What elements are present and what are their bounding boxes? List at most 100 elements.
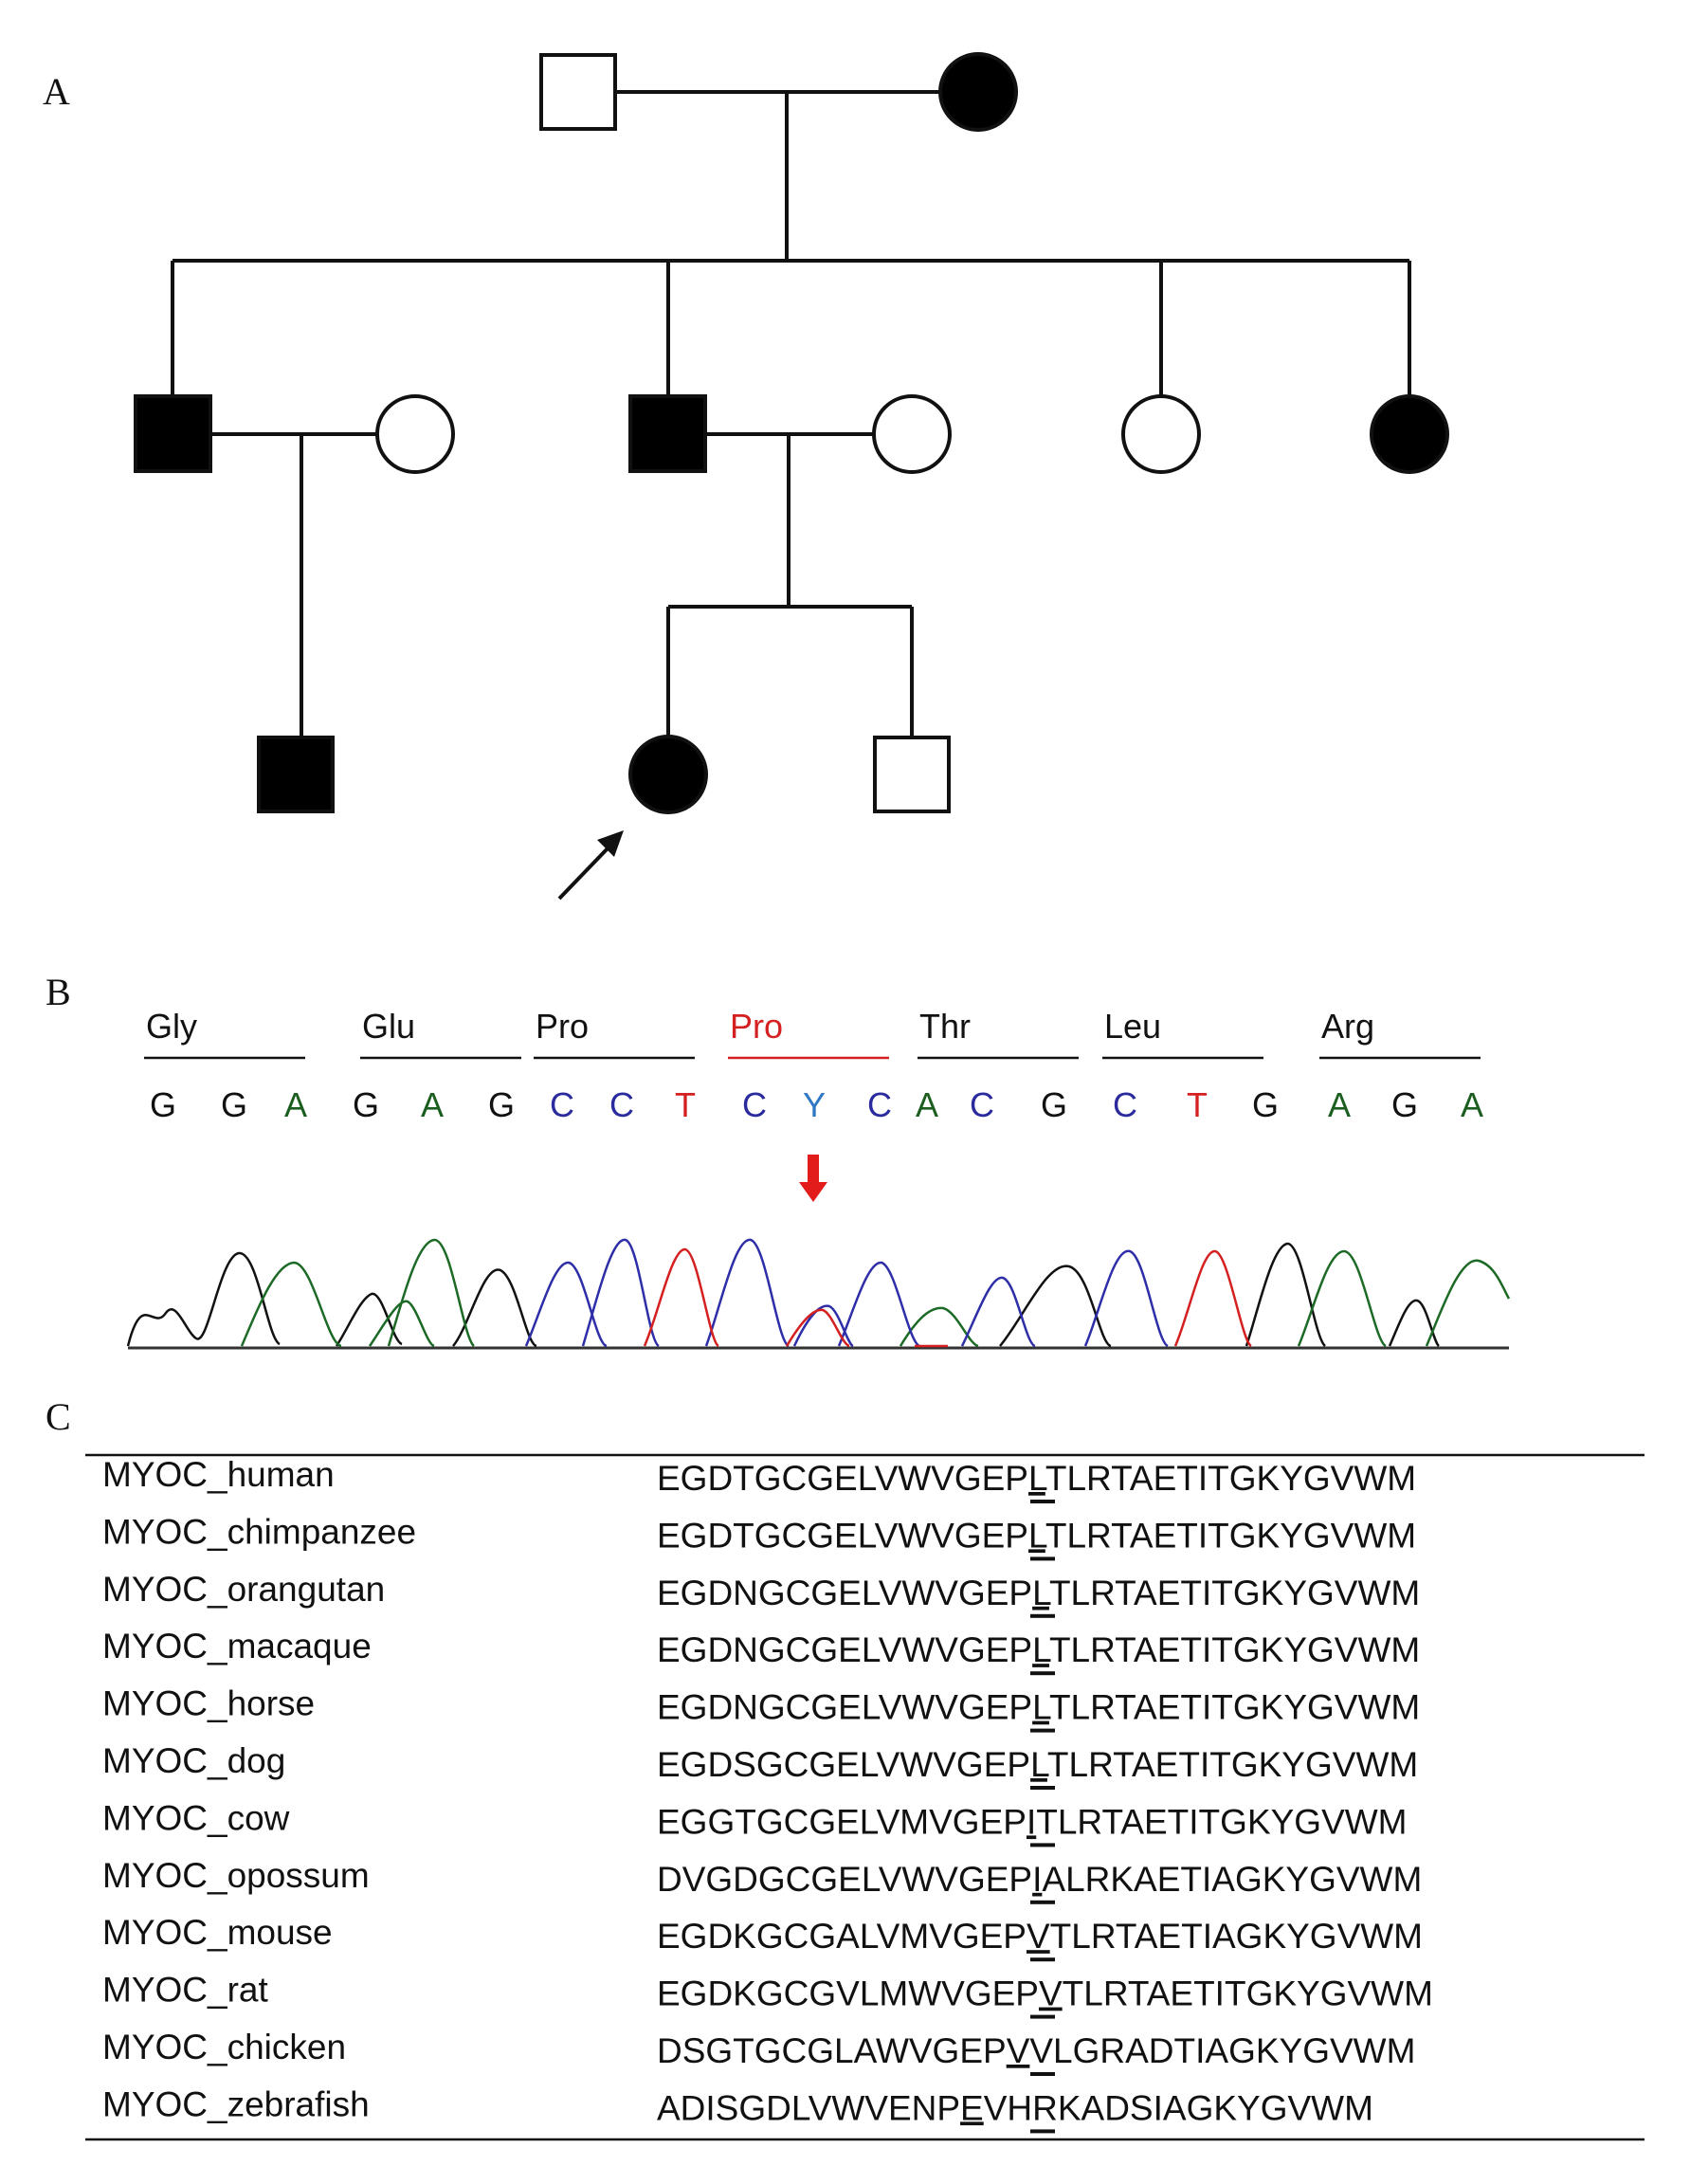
sequence-prefix: EGDTGCGELVWVGEP xyxy=(657,1516,1028,1555)
nucleotide-base: A xyxy=(284,1085,307,1124)
sequence-suffix: TLRTAETITGKYGVWM xyxy=(1049,1630,1420,1669)
nucleotide-base: A xyxy=(421,1085,444,1124)
variant-underline xyxy=(1030,1728,1055,1733)
protein-sequence: EGDKGCGVLMWVGEPVTLRTAETITGKYGVWM xyxy=(657,1975,1433,2013)
variant-underline xyxy=(1030,1786,1055,1790)
protein-sequence: ADISGDLVWVENPEVHRKADSIAGKYGVWM xyxy=(657,2088,1373,2127)
pedigree-individuals xyxy=(134,52,1449,814)
sequence-suffix: ALRKAETIAGKYGVWM xyxy=(1042,1860,1422,1899)
protein-sequence: DSGTGCGLAWVGEPVVLGRADTIAGKYGVWM xyxy=(657,2031,1415,2070)
male-unaffected-iii3 xyxy=(873,736,951,813)
nucleotide-base: C xyxy=(867,1085,892,1124)
sequence-prefix: EGDKGCGVLMWVGEP xyxy=(657,1975,1039,2013)
sequence-prefix: DSGTGCGLAWVGEP xyxy=(657,2031,1007,2070)
sequence-suffix: TLRTAETITGKYGVWM xyxy=(1063,1975,1433,2013)
variant-site-residue: E xyxy=(960,2088,984,2127)
female-affected-ii4 xyxy=(1370,394,1449,474)
species-name: MYOC_zebrafish xyxy=(102,2084,370,2123)
species-name: MYOC_chimpanzee xyxy=(102,1512,416,1551)
nucleotide-base: G xyxy=(353,1085,379,1124)
species-name: MYOC_rat xyxy=(102,1971,268,2010)
species-name: MYOC_macaque xyxy=(102,1627,372,1665)
species-name: MYOC_orangutan xyxy=(102,1570,385,1609)
sequence-suffix: TLRTAETITGKYGVWM xyxy=(1049,1688,1420,1727)
nucleotide-base: G xyxy=(1252,1085,1279,1124)
sequence-prefix: EGDSGCGELVWVGEP xyxy=(657,1745,1030,1784)
protein-sequence: EGDNGCGELVWVGEPLTLRTAETITGKYGVWM xyxy=(657,1688,1420,1727)
sequence-suffix: TLRTAETITGKYGVWM xyxy=(1047,1745,1418,1784)
sequence-suffix: TLRTAETITGKYGVWM xyxy=(1049,1574,1420,1612)
trace-c-blue xyxy=(524,1238,1169,1348)
sequence-prefix: EGDTGCGELVWVGEP xyxy=(657,1459,1028,1498)
sequence-prefix: ADISGDLVWVENP xyxy=(657,2088,960,2127)
variant-site-residue: L xyxy=(1032,1630,1051,1669)
nucleotide-base: G xyxy=(1391,1085,1418,1124)
species-name: MYOC_mouse xyxy=(102,1913,333,1952)
variant-underline xyxy=(1030,1900,1055,1904)
amino-acid-label: Pro xyxy=(536,1007,589,1046)
protein-sequence: DVGDGCGELVWVGEPIALRKAETIAGKYGVWM xyxy=(657,1860,1422,1899)
female-unaffected-ii2-spouse xyxy=(872,394,952,474)
variant-underline xyxy=(1030,1613,1055,1618)
protein-sequence: EGDNGCGELVWVGEPLTLRTAETITGKYGVWM xyxy=(657,1630,1420,1669)
species-name: MYOC_chicken xyxy=(102,2028,346,2066)
nucleotide-base: C xyxy=(742,1085,767,1124)
amino-acid-label: Glu xyxy=(362,1007,415,1046)
variant-underline xyxy=(1030,1957,1055,1962)
nucleotide-base: G xyxy=(1041,1085,1067,1124)
sequence-prefix: DVGDGCGELVWVGEP xyxy=(657,1860,1032,1899)
panel-label-c: C xyxy=(45,1395,71,1438)
male-affected-ii1 xyxy=(134,394,212,473)
species-name: MYOC_cow xyxy=(102,1798,290,1837)
sequence-prefix: EGDNGCGELVWVGEP xyxy=(657,1574,1032,1612)
nucleotide-base: G xyxy=(150,1085,176,1124)
sequence-suffix: VHRKADSIAGKYGVWM xyxy=(984,2088,1373,2127)
species-name: MYOC_opossum xyxy=(102,1856,370,1895)
variant-site-residue: L xyxy=(1032,1574,1051,1612)
trace-g-black xyxy=(126,1242,1441,1348)
nucleotide-base: C xyxy=(970,1085,994,1124)
amino-acid-label: Gly xyxy=(146,1007,197,1046)
amino-acid-label: Arg xyxy=(1321,1007,1374,1046)
nucleotide-base: Y xyxy=(803,1085,826,1124)
variant-underline xyxy=(1030,1843,1055,1847)
variant-underline xyxy=(1030,2014,1055,2019)
variant-underline xyxy=(1030,1500,1055,1503)
variant-site-residue: V xyxy=(1039,1975,1063,2013)
nucleotide-base: T xyxy=(675,1085,696,1124)
variant-site-residue: L xyxy=(1030,1745,1049,1784)
male-affected-ii2 xyxy=(628,394,707,473)
chromatogram xyxy=(126,1238,1511,1350)
nucleotide-base: T xyxy=(1187,1085,1208,1124)
proband-arrow xyxy=(557,830,624,901)
amino-acid-label: Leu xyxy=(1104,1007,1161,1046)
trace-a-green xyxy=(240,1238,1511,1348)
protein-sequence: EGDNGCGELVWVGEPLTLRTAETITGKYGVWM xyxy=(657,1574,1420,1612)
variant-site-residue: L xyxy=(1028,1516,1047,1555)
female-affected-i2 xyxy=(938,52,1018,132)
mutation-arrow-icon xyxy=(799,1155,827,1202)
protein-sequence: EGGTGCGELVMVGEPITLRTAETITGKYGVWM xyxy=(657,1802,1408,1841)
amino-acid-label: Thr xyxy=(919,1007,971,1046)
female-unaffected-ii3 xyxy=(1121,394,1201,474)
nucleotide-base: C xyxy=(609,1085,634,1124)
variant-underline xyxy=(1030,2072,1055,2076)
nucleotide-base: A xyxy=(1461,1085,1483,1124)
variant-underline xyxy=(1030,1556,1055,1561)
protein-sequence: EGDKGCGALVMVGEPVTLRTAETIAGKYGVWM xyxy=(657,1917,1423,1956)
sequence-suffix: VLGRADTIAGKYGVWM xyxy=(1029,2031,1415,2070)
variant-site-residue: L xyxy=(1028,1459,1047,1498)
nucleotide-base: A xyxy=(1328,1085,1351,1124)
female-affected-iii2-proband xyxy=(628,735,708,814)
pedigree-chart xyxy=(171,90,1411,737)
species-name: MYOC_human xyxy=(102,1455,335,1494)
protein-sequence: EGDTGCGELVWVGEPLTLRTAETITGKYGVWM xyxy=(657,1516,1416,1555)
nucleotide-base: G xyxy=(488,1085,515,1124)
variant-underline xyxy=(1030,2129,1055,2134)
sequence-prefix: EGDKGCGALVMVGEP xyxy=(657,1917,1027,1956)
variant-site-residue: I xyxy=(1032,1860,1042,1899)
sequence-prefix: EGDNGCGELVWVGEP xyxy=(657,1688,1032,1727)
